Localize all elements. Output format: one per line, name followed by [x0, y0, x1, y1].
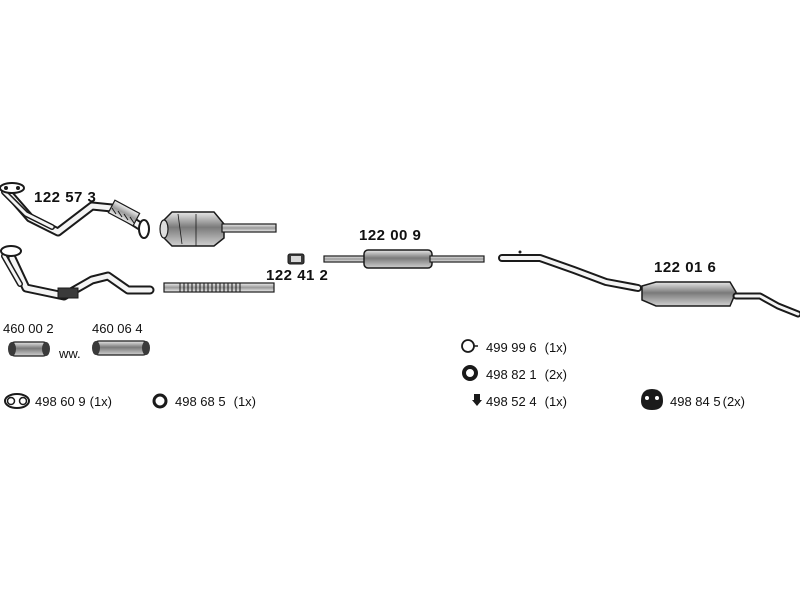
hanger-icon [641, 389, 663, 410]
fitting-gasket-label: 498 60 9(1x) [35, 394, 112, 409]
label-ww-note: ww. [59, 346, 81, 361]
fitting-qty: (2x) [722, 394, 745, 409]
rubber-ring-icon [462, 365, 478, 381]
label-repair-pipe-1: 460 00 2 [3, 321, 54, 336]
fitting-qty: (1x) [233, 394, 256, 409]
flexible-pipe [163, 282, 275, 293]
front-pipe-a [0, 182, 150, 239]
fitting-qty: (1x) [544, 340, 567, 355]
label-rear-silencer: 122 01 6 [654, 259, 717, 276]
fitting-code: 498 82 1 [486, 367, 537, 382]
fitting-code: 498 52 4 [486, 394, 537, 409]
fitting-hanger-label: 498 84 5(2x) [670, 394, 745, 409]
repair-pipe-2 [92, 340, 150, 356]
fitting-code: 499 99 6 [486, 340, 537, 355]
label-clamp: 122 41 2 [266, 267, 329, 284]
ring-icon [152, 393, 168, 409]
fitting-code: 498 68 5 [175, 394, 226, 409]
fitting-bolt-label: 498 52 4 (1x) [486, 394, 567, 409]
label-front-pipe-a: 122 57 3 [34, 189, 97, 206]
bolt-icon [472, 394, 482, 406]
repair-pipe-1 [8, 341, 50, 357]
fitting-qty: (1x) [544, 394, 567, 409]
clamp-part [287, 253, 305, 265]
fitting-rubber-ring-label: 498 82 1 (2x) [486, 367, 567, 382]
middle-silencer [323, 249, 485, 269]
fitting-code: 498 60 9 [35, 394, 86, 409]
catalytic-converter [159, 211, 277, 247]
label-middle-silencer: 122 00 9 [359, 227, 422, 244]
fitting-qty: (2x) [544, 367, 567, 382]
fitting-code: 498 84 5 [670, 394, 721, 409]
rear-silencer [498, 250, 800, 318]
label-repair-pipe-2: 460 06 4 [92, 321, 143, 336]
fitting-clamp-ring-label: 499 99 6 (1x) [486, 340, 567, 355]
fitting-ring-label: 498 68 5 (1x) [175, 394, 256, 409]
front-pipe-b [0, 245, 155, 301]
gasket-icon [4, 393, 30, 409]
fitting-qty: (1x) [89, 394, 112, 409]
clamp-ring-icon [461, 339, 478, 353]
